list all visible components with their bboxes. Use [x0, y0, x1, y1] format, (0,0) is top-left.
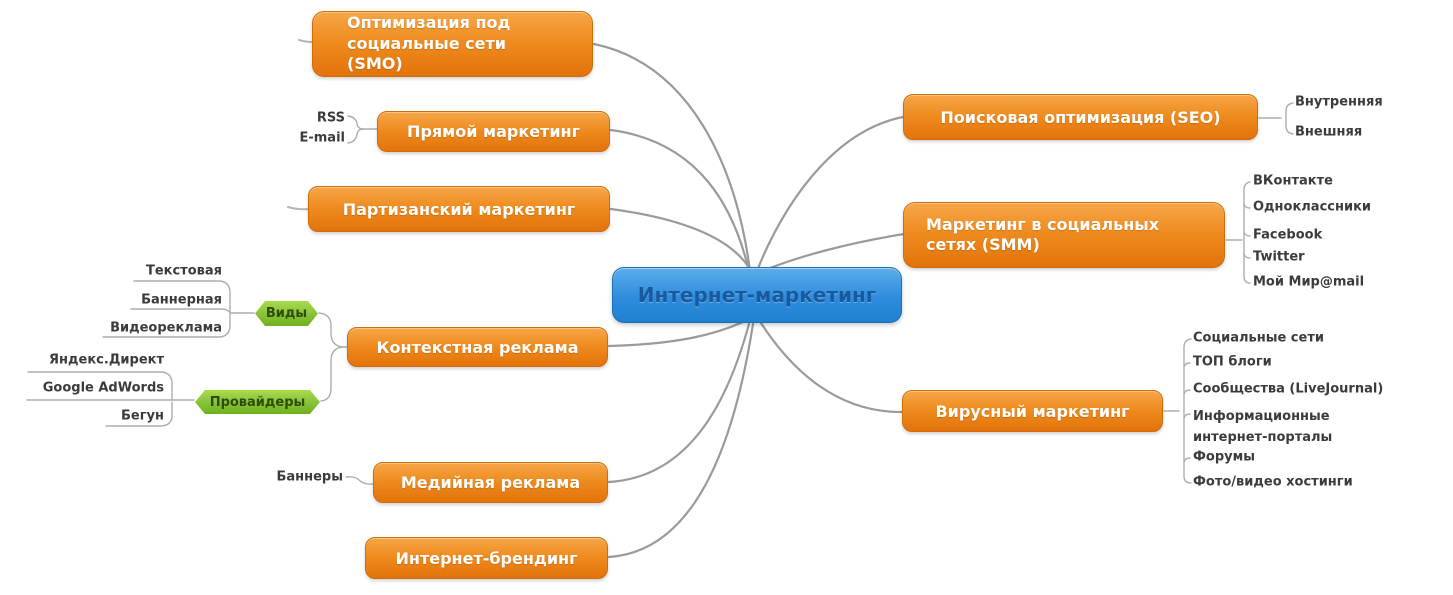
group-label: Виды — [265, 306, 308, 321]
branch-guerrilla-marketing[interactable]: Партизанский маркетинг — [308, 186, 610, 232]
leaf-forums[interactable]: Форумы — [1193, 449, 1255, 465]
main-branch-curves — [592, 42, 906, 559]
leaf-google-adwords[interactable]: Google AdWords — [42, 380, 164, 396]
leaf-facebook[interactable]: Facebook — [1253, 227, 1323, 243]
leaf-vneshnyaya[interactable]: Внешняя — [1295, 124, 1363, 140]
branch-label: Медийная реклама — [400, 473, 581, 492]
leaf-photo-video-hosting[interactable]: Фото/видео хостинги — [1193, 474, 1353, 490]
leaf-yandex-direct[interactable]: Яндекс.Директ — [49, 352, 164, 368]
branch-viral-marketing[interactable]: Вирусный маркетинг — [902, 390, 1163, 432]
group-label: Провайдеры — [209, 394, 306, 410]
branch-label: Контекстная реклама — [376, 337, 579, 357]
branch-label: Вирусный маркетинг — [935, 401, 1130, 421]
leaf-bannery[interactable]: Баннеры — [276, 469, 343, 485]
branch-label: Маркетинг в социальных сетях (SMM) — [926, 214, 1160, 254]
branch-label: Прямой маркетинг — [407, 122, 580, 141]
leaf-vnutrennyaya[interactable]: Внутренняя — [1295, 94, 1383, 110]
branch-contextual-ads[interactable]: Контекстная реклама — [347, 327, 608, 367]
branch-smo[interactable]: Оптимизация под социальные сети (SMO) — [312, 11, 593, 77]
leaf-email[interactable]: E-mail — [299, 130, 345, 146]
leaf-videoreklama[interactable]: Видеореклама — [110, 320, 222, 336]
group-node-vidy[interactable]: Виды — [255, 301, 318, 326]
leaf-bannernaya[interactable]: Баннерная — [141, 292, 222, 308]
branch-media-ads[interactable]: Медийная реклама — [373, 462, 608, 503]
branch-internet-branding[interactable]: Интернет-брендинг — [365, 537, 608, 579]
leaf-info-portals[interactable]: Информационные интернет-порталы — [1193, 409, 1333, 446]
branch-label: Интернет-брендинг — [395, 548, 578, 568]
leaf-tekstovaya[interactable]: Текстовая — [145, 263, 222, 279]
leaf-rss[interactable]: RSS — [316, 110, 345, 126]
branch-seo[interactable]: Поисковая оптимизация (SEO) — [903, 94, 1258, 140]
leaf-twitter[interactable]: Twitter — [1253, 249, 1305, 265]
child-connector-lines — [26, 102, 1294, 485]
leaf-odnoklassniki[interactable]: Одноклассники — [1253, 199, 1372, 215]
node-label: Интернет-маркетинг — [637, 283, 877, 307]
branch-stub-lines — [287, 39, 314, 211]
leaf-vkontakte[interactable]: ВКонтакте — [1253, 173, 1333, 189]
leaf-communities-livejournal[interactable]: Сообщества (LiveJournal) — [1193, 381, 1384, 397]
leaf-social-networks[interactable]: Социальные сети — [1193, 330, 1324, 346]
branch-label: Партизанский маркетинг — [342, 199, 576, 219]
leaf-moy-mir[interactable]: Мой Мир@mail — [1253, 274, 1365, 290]
branch-direct-marketing[interactable]: Прямой маркетинг — [377, 111, 610, 152]
branch-label: Поисковая оптимизация (SEO) — [940, 107, 1221, 127]
leaf-begun[interactable]: Бегун — [121, 408, 164, 424]
node-internet-marketing[interactable]: Интернет-маркетинг — [612, 267, 902, 323]
group-node-providers[interactable]: Провайдеры — [195, 390, 320, 414]
leaf-top-blogs[interactable]: ТОП блоги — [1193, 354, 1272, 370]
branch-label: Оптимизация под социальные сети (SMO) — [347, 13, 511, 74]
branch-smm[interactable]: Маркетинг в социальных сетях (SMM) — [903, 202, 1225, 268]
